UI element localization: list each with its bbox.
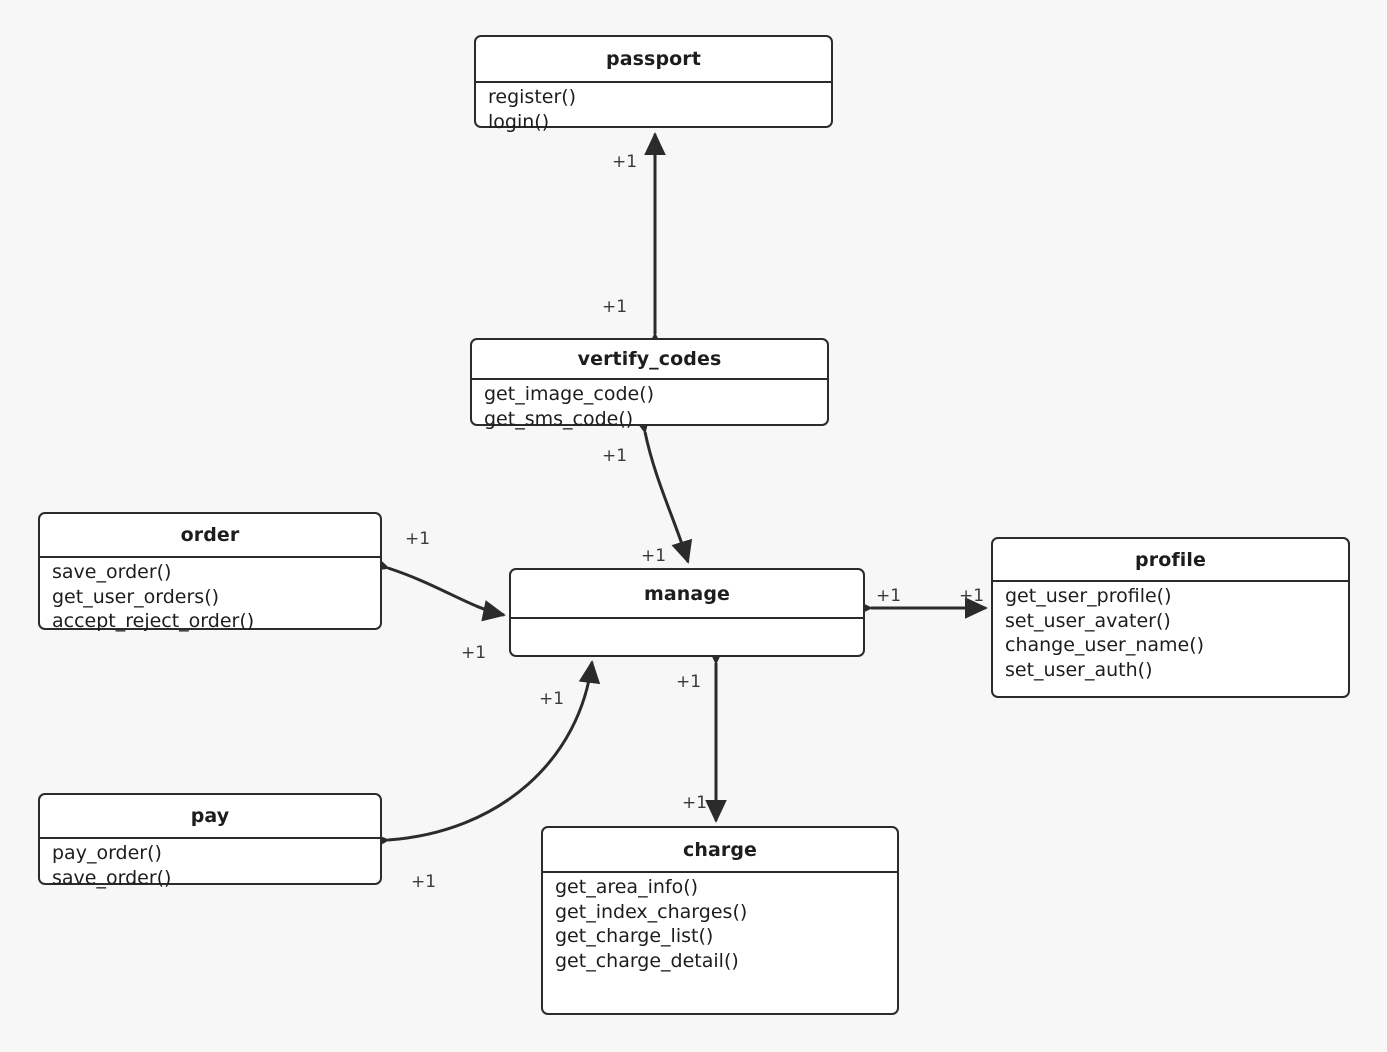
class-method: get_charge_list() xyxy=(555,925,714,948)
class-node-methods-profile: get_user_profile()set_user_avater()chang… xyxy=(993,582,1348,682)
multiplicity-label: +1 xyxy=(676,672,702,692)
class-method: get_index_charges() xyxy=(555,900,748,923)
class-method: get_image_code() xyxy=(484,383,655,405)
class-node-title-vertify_codes: vertify_codes xyxy=(472,340,827,380)
class-method: pay_order() xyxy=(52,842,162,864)
class-method: get_user_orders() xyxy=(52,585,220,608)
multiplicity-label: +1 xyxy=(461,643,487,663)
association-edge-order-manage xyxy=(364,551,506,622)
class-method: get_charge_detail() xyxy=(555,949,739,972)
multiplicity-label: +1 xyxy=(682,793,708,813)
multiplicity-label: +1 xyxy=(959,586,985,606)
class-method: set_user_auth() xyxy=(1005,658,1153,681)
class-node-methods-passport: register()login() xyxy=(476,83,831,134)
class-node-title-charge: charge xyxy=(543,828,897,873)
class-method: save_order() xyxy=(52,866,172,889)
multiplicity-label: +1 xyxy=(405,529,431,549)
multiplicity-label: +1 xyxy=(602,446,628,466)
class-node-methods-manage xyxy=(511,619,863,621)
multiplicity-label: +1 xyxy=(612,152,638,172)
class-method: save_order() xyxy=(52,561,172,583)
class-method: register() xyxy=(488,86,577,108)
class-method: accept_reject_order() xyxy=(52,610,255,633)
class-method: set_user_avater() xyxy=(1005,609,1171,632)
class-node-title-profile: profile xyxy=(993,539,1348,582)
class-node-methods-order: save_order()get_user_orders()accept_reje… xyxy=(40,558,380,634)
class-method: get_area_info() xyxy=(555,876,699,898)
class-method: login() xyxy=(488,110,550,133)
multiplicity-label: +1 xyxy=(876,586,902,606)
multiplicity-label: +1 xyxy=(602,297,628,317)
class-method: change_user_name() xyxy=(1005,634,1205,657)
class-method: get_sms_code() xyxy=(484,407,634,430)
multiplicity-label: +1 xyxy=(539,689,565,709)
class-node-title-order: order xyxy=(40,514,380,558)
class-method: get_user_profile() xyxy=(1005,585,1172,607)
association-edge-vertify_codes-manage xyxy=(630,409,693,564)
multiplicity-label: +1 xyxy=(411,872,437,892)
multiplicity-label: +1 xyxy=(641,546,667,566)
class-node-title-pay: pay xyxy=(40,795,380,839)
class-node-title-passport: passport xyxy=(476,37,831,83)
class-node-methods-charge: get_area_info()get_index_charges()get_ch… xyxy=(543,873,897,973)
class-node-title-manage: manage xyxy=(511,570,863,619)
class-node-manage[interactable]: manage xyxy=(509,568,865,657)
class-node-methods-pay: pay_order()save_order() xyxy=(40,839,380,890)
class-node-methods-vertify_codes: get_image_code()get_sms_code() xyxy=(472,380,827,431)
